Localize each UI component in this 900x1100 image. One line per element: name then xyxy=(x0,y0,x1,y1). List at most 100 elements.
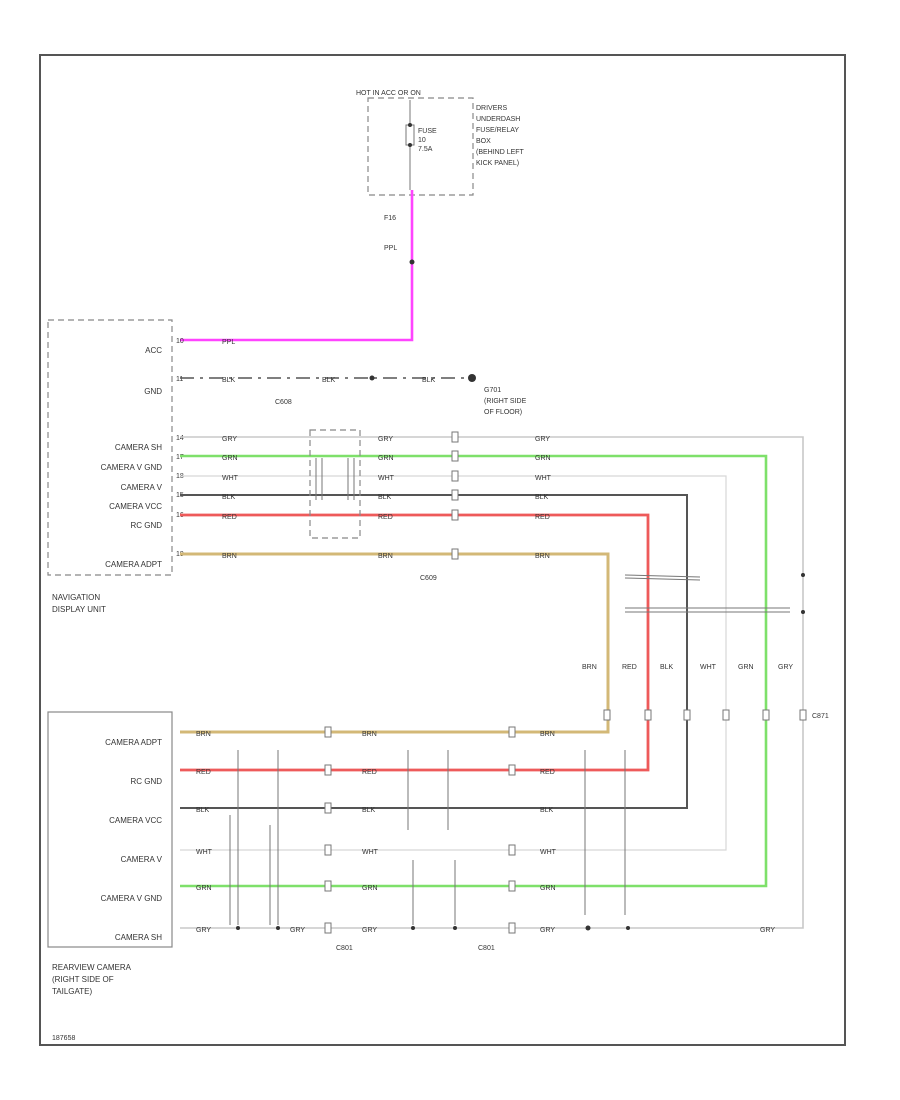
camera-pin-v: CAMERA V xyxy=(121,855,163,864)
svg-text:BLK: BLK xyxy=(422,377,436,384)
nav-pin-camera-vcc: CAMERA VCC xyxy=(109,502,162,511)
svg-text:GRN: GRN xyxy=(540,885,556,892)
svg-text:GRN: GRN xyxy=(196,885,212,892)
nav-pin-gnd: GND xyxy=(144,387,162,396)
svg-text:GRN: GRN xyxy=(535,455,551,462)
svg-text:WHT: WHT xyxy=(535,475,552,482)
ppl-pin-lower: PPL xyxy=(384,245,397,252)
svg-text:BRN: BRN xyxy=(378,553,393,560)
ground-connector-label: C608 xyxy=(275,399,292,406)
nav-pin-num-gnd: 11 xyxy=(176,376,183,383)
svg-text:GRY: GRY xyxy=(535,436,550,443)
right-shield-marks xyxy=(624,573,805,614)
nav-pin-num-camera-sh: 14 xyxy=(176,435,184,442)
camera-name-2: (RIGHT SIDE OF xyxy=(52,975,114,984)
nav-pin-num-acc: 10 xyxy=(176,338,184,345)
ground-label-3: OF FLOOR) xyxy=(484,409,522,416)
svg-text:RED: RED xyxy=(196,769,211,776)
wire-red-rcgnd xyxy=(180,513,650,772)
fuse-box-header: HOT IN ACC OR ON xyxy=(356,90,421,97)
fuse-box-location-3: FUSE/RELAY xyxy=(476,127,519,134)
upper-harness: C609 GRY GRY GRY GRN GRN GRN WHT WHT WHT… xyxy=(180,429,804,929)
svg-text:BRN: BRN xyxy=(196,731,211,738)
svg-text:WHT: WHT xyxy=(378,475,395,482)
svg-text:WHT: WHT xyxy=(222,475,239,482)
svg-text:BLK: BLK xyxy=(222,494,236,501)
nav-pin-camera-sh: CAMERA SH xyxy=(115,443,162,452)
svg-text:RED: RED xyxy=(362,769,377,776)
footer-code: 187658 xyxy=(52,1035,75,1042)
connector-mid-label: C609 xyxy=(420,575,437,582)
nav-pin-num-camera-v-gnd: 17 xyxy=(176,454,184,461)
fuse-box: HOT IN ACC OR ON FUSE 10 7.5A DRIVERS UN… xyxy=(356,90,525,196)
svg-text:WHT: WHT xyxy=(540,849,557,856)
ground-label-2: (RIGHT SIDE xyxy=(484,398,527,405)
fuse-box-location-5: (BEHIND LEFT xyxy=(476,149,525,156)
svg-text:RED: RED xyxy=(378,514,393,521)
fuse-symbol xyxy=(405,124,415,146)
camera-pin-v-gnd: CAMERA V GND xyxy=(101,894,163,903)
fuse-label: FUSE xyxy=(418,128,437,135)
svg-text:GRN: GRN xyxy=(378,455,394,462)
camera-name-1: REARVIEW CAMERA xyxy=(52,963,132,972)
nav-unit-name-2: DISPLAY UNIT xyxy=(52,605,106,614)
fuse-box-location-6: KICK PANEL) xyxy=(476,160,519,167)
fuse-box-location-1: DRIVERS xyxy=(476,105,507,112)
svg-text:RED: RED xyxy=(535,514,550,521)
connector-low1-label: C801 xyxy=(336,945,353,952)
camera-pin-rc-gnd: RC GND xyxy=(130,777,162,786)
ground-wire: BLK BLK BLK C608 G701 (RIGHT SIDE OF FLO… xyxy=(180,374,527,416)
svg-text:GRY: GRY xyxy=(378,436,393,443)
camera-pin-adpt: CAMERA ADPT xyxy=(105,738,162,747)
svg-text:BRN: BRN xyxy=(222,553,237,560)
svg-text:GRY: GRY xyxy=(362,927,377,934)
col-label-red: RED xyxy=(622,664,637,671)
svg-text:BLK: BLK xyxy=(322,377,336,384)
nav-pin-num-camera-v: 18 xyxy=(176,473,184,480)
ppl-pin-upper: F16 xyxy=(384,215,396,222)
lower-harness: BRN BRN BRN RED RED RED BLK BLK BLK WHT … xyxy=(196,726,775,952)
svg-text:BRN: BRN xyxy=(535,553,550,560)
nav-pin-camera-adpt: CAMERA ADPT xyxy=(105,560,162,569)
svg-text:RED: RED xyxy=(540,769,555,776)
svg-text:GRN: GRN xyxy=(222,455,238,462)
svg-text:RED: RED xyxy=(222,514,237,521)
wire-gry-shield xyxy=(180,436,804,929)
nav-unit-name-1: NAVIGATION xyxy=(52,593,100,602)
col-label-wht: WHT xyxy=(700,664,717,671)
svg-text:BLK: BLK xyxy=(535,494,549,501)
svg-text:WHT: WHT xyxy=(362,849,379,856)
wire-brn-adpt xyxy=(180,552,610,734)
svg-text:WHT: WHT xyxy=(196,849,213,856)
nav-pin-rc-gnd: RC GND xyxy=(130,521,162,530)
ground-label-1: G701 xyxy=(484,387,501,394)
svg-text:BLK: BLK xyxy=(540,807,554,814)
fuse-box-location-2: UNDERDASH xyxy=(476,116,520,123)
ppl-wire: F16 PPL PPL xyxy=(180,190,415,346)
fuse-number: 10 xyxy=(418,137,426,144)
column-labels: BRN RED BLK WHT GRN GRY C871 xyxy=(582,664,829,721)
fuse-rating: 7.5A xyxy=(418,146,433,153)
navigation-display-unit: ACC GND CAMERA SH CAMERA V GND CAMERA V … xyxy=(47,319,184,614)
svg-text:GRY: GRY xyxy=(196,927,211,934)
rearview-camera: CAMERA ADPT RC GND CAMERA VCC CAMERA V C… xyxy=(47,711,173,996)
svg-text:BLK: BLK xyxy=(362,807,376,814)
diagram-frame xyxy=(39,54,846,1046)
col-label-grn: GRN xyxy=(738,664,754,671)
svg-text:BRN: BRN xyxy=(540,731,555,738)
wire-wht-v xyxy=(180,475,727,851)
svg-text:GRY: GRY xyxy=(290,927,305,934)
wire-grn-vgnd xyxy=(180,454,768,888)
ppl-wire-label: PPL xyxy=(222,339,235,346)
nav-pin-num-camera-adpt: 19 xyxy=(176,551,184,558)
svg-text:GRY: GRY xyxy=(760,927,775,934)
col-label-gry: GRY xyxy=(778,664,793,671)
camera-pin-sh: CAMERA SH xyxy=(115,933,162,942)
svg-text:BLK: BLK xyxy=(378,494,392,501)
wire-blk-vcc xyxy=(180,494,688,809)
nav-pin-num-rc-gnd: 16 xyxy=(176,512,184,519)
svg-text:BRN: BRN xyxy=(362,731,377,738)
nav-pin-camera-v: CAMERA V xyxy=(121,483,163,492)
nav-pin-num-camera-vcc: 15 xyxy=(176,492,184,499)
